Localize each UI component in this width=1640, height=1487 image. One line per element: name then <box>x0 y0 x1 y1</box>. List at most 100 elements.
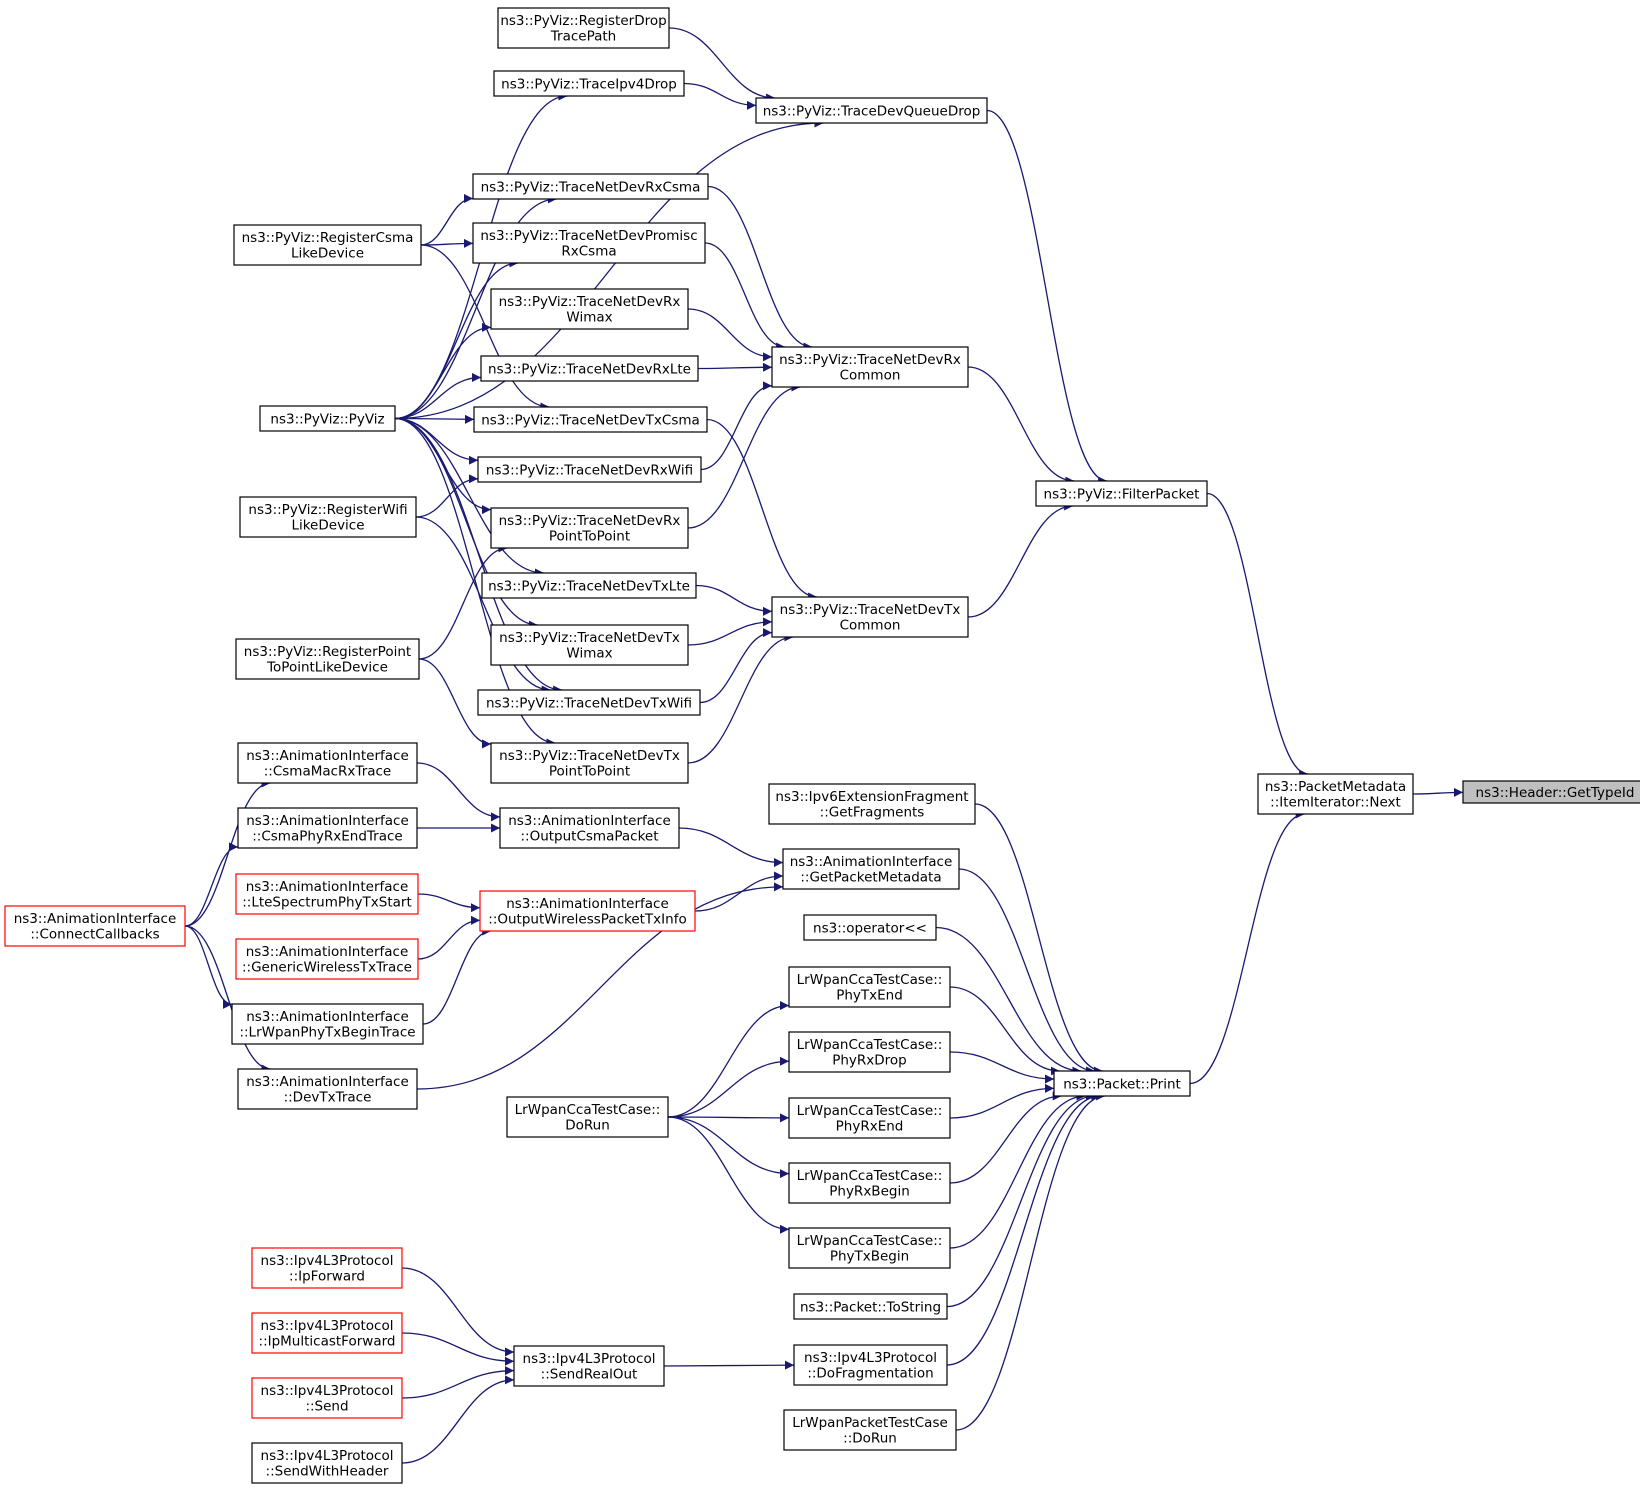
node-txcsma-box[interactable] <box>473 406 708 433</box>
node-send[interactable]: ns3::Ipv4L3Protocol::Send <box>251 1377 403 1419</box>
node-outcsma[interactable]: ns3::AnimationInterface::OutputCsmaPacke… <box>499 807 680 849</box>
node-ltespectrum-box[interactable] <box>235 873 419 915</box>
node-gettypeid-box[interactable] <box>1462 780 1640 804</box>
node-ipforward-box[interactable] <box>251 1247 403 1289</box>
node-txcommon-box[interactable] <box>771 596 969 638</box>
node-outcsma-box[interactable] <box>499 807 680 849</box>
node-genericwireless-box[interactable] <box>235 938 419 980</box>
node-regcsma-box[interactable] <box>233 224 422 266</box>
node-regp2p[interactable]: ns3::PyViz::RegisterPointToPointLikeDevi… <box>235 638 420 680</box>
node-gettypeid[interactable]: ns3::Header::GetTypeId <box>1462 780 1640 804</box>
node-phyrxend[interactable]: LrWpanCcaTestCase::PhyRxEnd <box>788 1097 951 1139</box>
node-rxp2p-box[interactable] <box>490 507 689 549</box>
node-connectcb[interactable]: ns3::AnimationInterface::ConnectCallback… <box>4 905 186 947</box>
node-txlte-box[interactable] <box>481 572 697 599</box>
node-tostring[interactable]: ns3::Packet::ToString <box>793 1293 948 1320</box>
node-txwifi-box[interactable] <box>477 689 701 716</box>
node-lrwpanphytx[interactable]: ns3::AnimationInterface::LrWpanPhyTxBegi… <box>231 1003 424 1045</box>
node-txcsma[interactable]: ns3::PyViz::TraceNetDevTxCsma <box>473 406 708 433</box>
node-txlte[interactable]: ns3::PyViz::TraceNetDevTxLte <box>481 572 697 599</box>
node-rxwifi[interactable]: ns3::PyViz::TraceNetDevRxWifi <box>477 456 702 483</box>
node-regp2p-box[interactable] <box>235 638 420 680</box>
node-phytxbegin-box[interactable] <box>788 1227 951 1269</box>
node-ipforward[interactable]: ns3::Ipv4L3Protocol::IpForward <box>251 1247 403 1289</box>
node-csmaphyrx[interactable]: ns3::AnimationInterface::CsmaPhyRxEndTra… <box>237 807 418 849</box>
node-txp2p-box[interactable] <box>490 742 689 784</box>
node-lrwpanphytx-box[interactable] <box>231 1003 424 1045</box>
node-phyrxdrop[interactable]: LrWpanCcaTestCase::PhyRxDrop <box>788 1031 951 1073</box>
node-rxlte-box[interactable] <box>480 355 699 382</box>
node-sendwithheader[interactable]: ns3::Ipv4L3Protocol::SendWithHeader <box>251 1442 403 1484</box>
node-getpktmeta[interactable]: ns3::AnimationInterface::GetPacketMetada… <box>782 848 960 890</box>
node-phytxbegin[interactable]: LrWpanCcaTestCase::PhyTxBegin <box>788 1227 951 1269</box>
node-devqueuedrop[interactable]: ns3::PyViz::TraceDevQueueDrop <box>755 97 988 124</box>
node-dofrag[interactable]: ns3::Ipv4L3Protocol::DoFragmentation <box>793 1344 948 1386</box>
node-sendrealout-box[interactable] <box>513 1345 665 1387</box>
node-ccadorun[interactable]: LrWpanCcaTestCase::DoRun <box>506 1096 669 1138</box>
node-dofrag-box[interactable] <box>793 1344 948 1386</box>
node-filterpacket-box[interactable] <box>1035 480 1208 507</box>
node-rxwifi-box[interactable] <box>477 456 702 483</box>
node-txwimax-box[interactable] <box>490 624 689 666</box>
node-phytxend[interactable]: LrWpanCcaTestCase::PhyTxEnd <box>788 966 951 1008</box>
node-csmaphyrx-box[interactable] <box>237 807 418 849</box>
node-phyrxend-box[interactable] <box>788 1097 951 1139</box>
node-ccadorun-box[interactable] <box>506 1096 669 1138</box>
node-ipv4drop-box[interactable] <box>493 70 685 97</box>
node-phyrxbegin-box[interactable] <box>788 1162 951 1204</box>
node-rxcsma[interactable]: ns3::PyViz::TraceNetDevRxCsma <box>472 173 709 200</box>
node-devtxtrace-box[interactable] <box>237 1068 418 1110</box>
node-next[interactable]: ns3::PacketMetadata::ItemIterator::Next <box>1257 773 1414 815</box>
node-ipmcast[interactable]: ns3::Ipv4L3Protocol::IpMulticastForward <box>251 1312 403 1354</box>
node-ltespectrum[interactable]: ns3::AnimationInterface::LteSpectrumPhyT… <box>235 873 419 915</box>
node-outwireless-box[interactable] <box>479 890 696 932</box>
node-rxcsma-box[interactable] <box>472 173 709 200</box>
node-regwifi-box[interactable] <box>239 496 417 538</box>
node-promisc-box[interactable] <box>472 222 706 264</box>
node-operator-box[interactable] <box>803 914 937 941</box>
node-filterpacket[interactable]: ns3::PyViz::FilterPacket <box>1035 480 1208 507</box>
node-ipmcast-box[interactable] <box>251 1312 403 1354</box>
node-pyviz-box[interactable] <box>259 405 396 432</box>
node-phyrxdrop-box[interactable] <box>788 1031 951 1073</box>
node-operator[interactable]: ns3::operator<< <box>803 914 937 941</box>
node-rxwimax-box[interactable] <box>490 288 689 330</box>
node-lrpktdorun-box[interactable] <box>783 1409 957 1451</box>
node-genericwireless[interactable]: ns3::AnimationInterface::GenericWireless… <box>235 938 419 980</box>
node-send-box[interactable] <box>251 1377 403 1419</box>
node-getpktmeta-box[interactable] <box>782 848 960 890</box>
node-sendrealout[interactable]: ns3::Ipv4L3Protocol::SendRealOut <box>513 1345 665 1387</box>
node-txwifi[interactable]: ns3::PyViz::TraceNetDevTxWifi <box>477 689 701 716</box>
node-connectcb-box[interactable] <box>4 905 186 947</box>
node-tostring-box[interactable] <box>793 1293 948 1320</box>
node-phyrxbegin[interactable]: LrWpanCcaTestCase::PhyRxBegin <box>788 1162 951 1204</box>
node-print[interactable]: ns3::Packet::Print <box>1053 1070 1191 1097</box>
node-phytxend-box[interactable] <box>788 966 951 1008</box>
node-registerdrop-box[interactable] <box>497 7 670 49</box>
node-rxcommon-box[interactable] <box>771 346 969 388</box>
node-print-box[interactable] <box>1053 1070 1191 1097</box>
node-sendwithheader-box[interactable] <box>251 1442 403 1484</box>
node-ipv6frag[interactable]: ns3::Ipv6ExtensionFragment::GetFragments <box>768 783 976 825</box>
node-ipv6frag-box[interactable] <box>768 783 976 825</box>
node-next-box[interactable] <box>1257 773 1414 815</box>
node-devtxtrace[interactable]: ns3::AnimationInterface::DevTxTrace <box>237 1068 418 1110</box>
node-pyviz[interactable]: ns3::PyViz::PyViz <box>259 405 396 432</box>
node-lrpktdorun[interactable]: LrWpanPacketTestCase::DoRun <box>783 1409 957 1451</box>
node-devqueuedrop-box[interactable] <box>755 97 988 124</box>
node-csmamacrx-box[interactable] <box>237 742 418 784</box>
node-outwireless[interactable]: ns3::AnimationInterface::OutputWirelessP… <box>479 890 696 932</box>
node-csmamacrx[interactable]: ns3::AnimationInterface::CsmaMacRxTrace <box>237 742 418 784</box>
node-ipv4drop[interactable]: ns3::PyViz::TraceIpv4Drop <box>493 70 685 97</box>
node-rxlte[interactable]: ns3::PyViz::TraceNetDevRxLte <box>480 355 699 382</box>
